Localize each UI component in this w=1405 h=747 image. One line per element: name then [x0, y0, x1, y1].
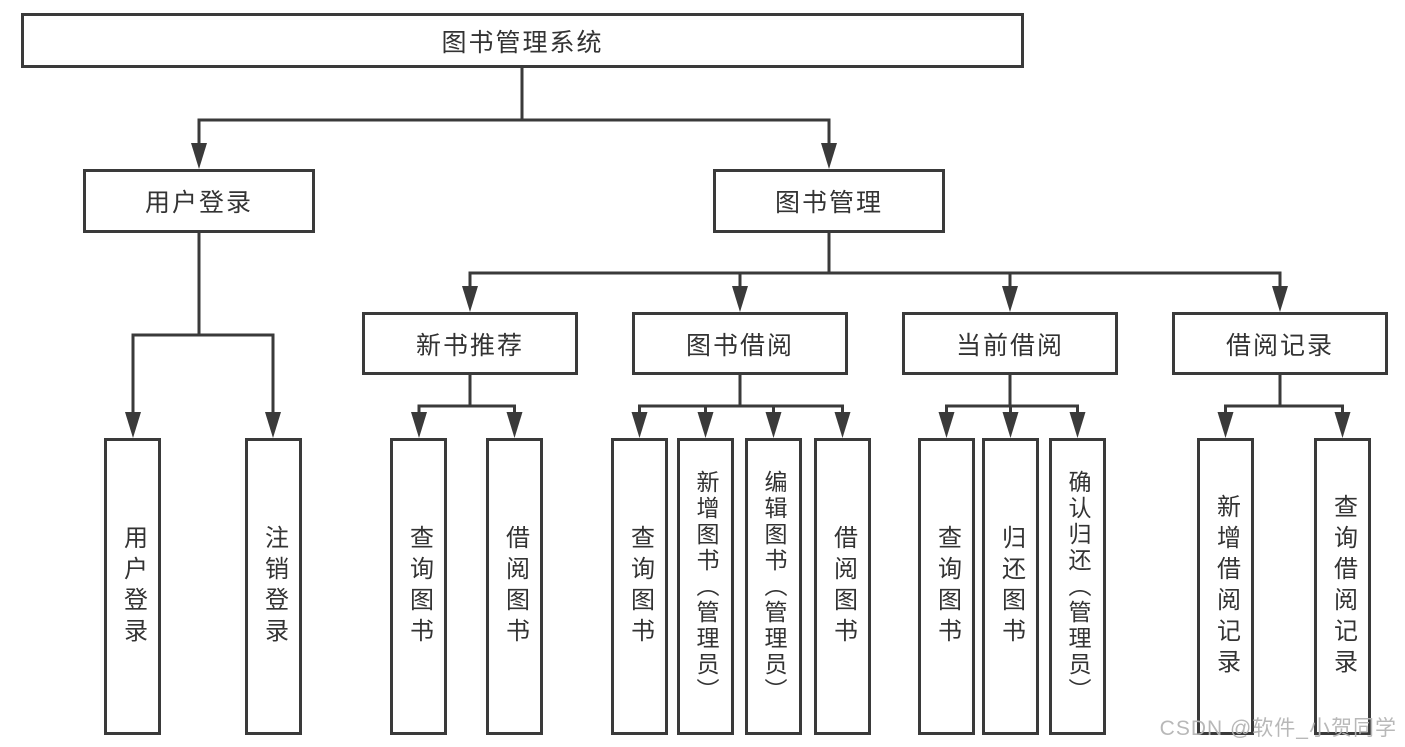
node-user-login: 用户登录 — [83, 169, 315, 233]
node-current-borrow: 当前借阅 — [902, 312, 1118, 375]
leaf-bb-borrow-book: 借阅图书 — [814, 438, 871, 735]
leaf-bb-query-book: 查询图书 — [611, 438, 668, 735]
leaf-rec-query-book: 查询图书 — [390, 438, 447, 735]
node-borrow-record: 借阅记录 — [1172, 312, 1388, 375]
connector-book-mgmt-split — [462, 233, 1288, 312]
leaf-br-add-record: 新增借阅记录 — [1197, 438, 1254, 735]
connector-book-borrow-split — [631, 375, 851, 438]
node-root-system: 图书管理系统 — [21, 13, 1024, 68]
leaf-cb-query-book: 查询图书 — [918, 438, 975, 735]
node-book-management: 图书管理 — [713, 169, 945, 233]
connector-borrow-record-split — [1217, 375, 1351, 438]
leaf-bb-edit-book-admin: 编辑图书（管理员） — [745, 438, 802, 735]
csdn-watermark: CSDN @软件_小贺同学 — [1159, 717, 1397, 740]
leaf-rec-borrow-book: 借阅图书 — [486, 438, 543, 735]
connector-root-split — [191, 68, 837, 169]
leaf-cb-return-book: 归还图书 — [982, 438, 1039, 735]
connector-current-borrow-split — [938, 375, 1086, 438]
leaf-cb-confirm-return-admin: 确认归还（管理员） — [1049, 438, 1106, 735]
connector-new-book-rec-split — [411, 375, 523, 438]
leaf-br-query-record: 查询借阅记录 — [1314, 438, 1371, 735]
leaf-bb-add-book-admin: 新增图书（管理员） — [677, 438, 734, 735]
leaf-user-login: 用户登录 — [104, 438, 161, 735]
node-new-book-recommend: 新书推荐 — [362, 312, 578, 375]
node-book-borrow: 图书借阅 — [632, 312, 848, 375]
connector-user-login-split — [125, 233, 281, 438]
leaf-logout: 注销登录 — [245, 438, 302, 735]
